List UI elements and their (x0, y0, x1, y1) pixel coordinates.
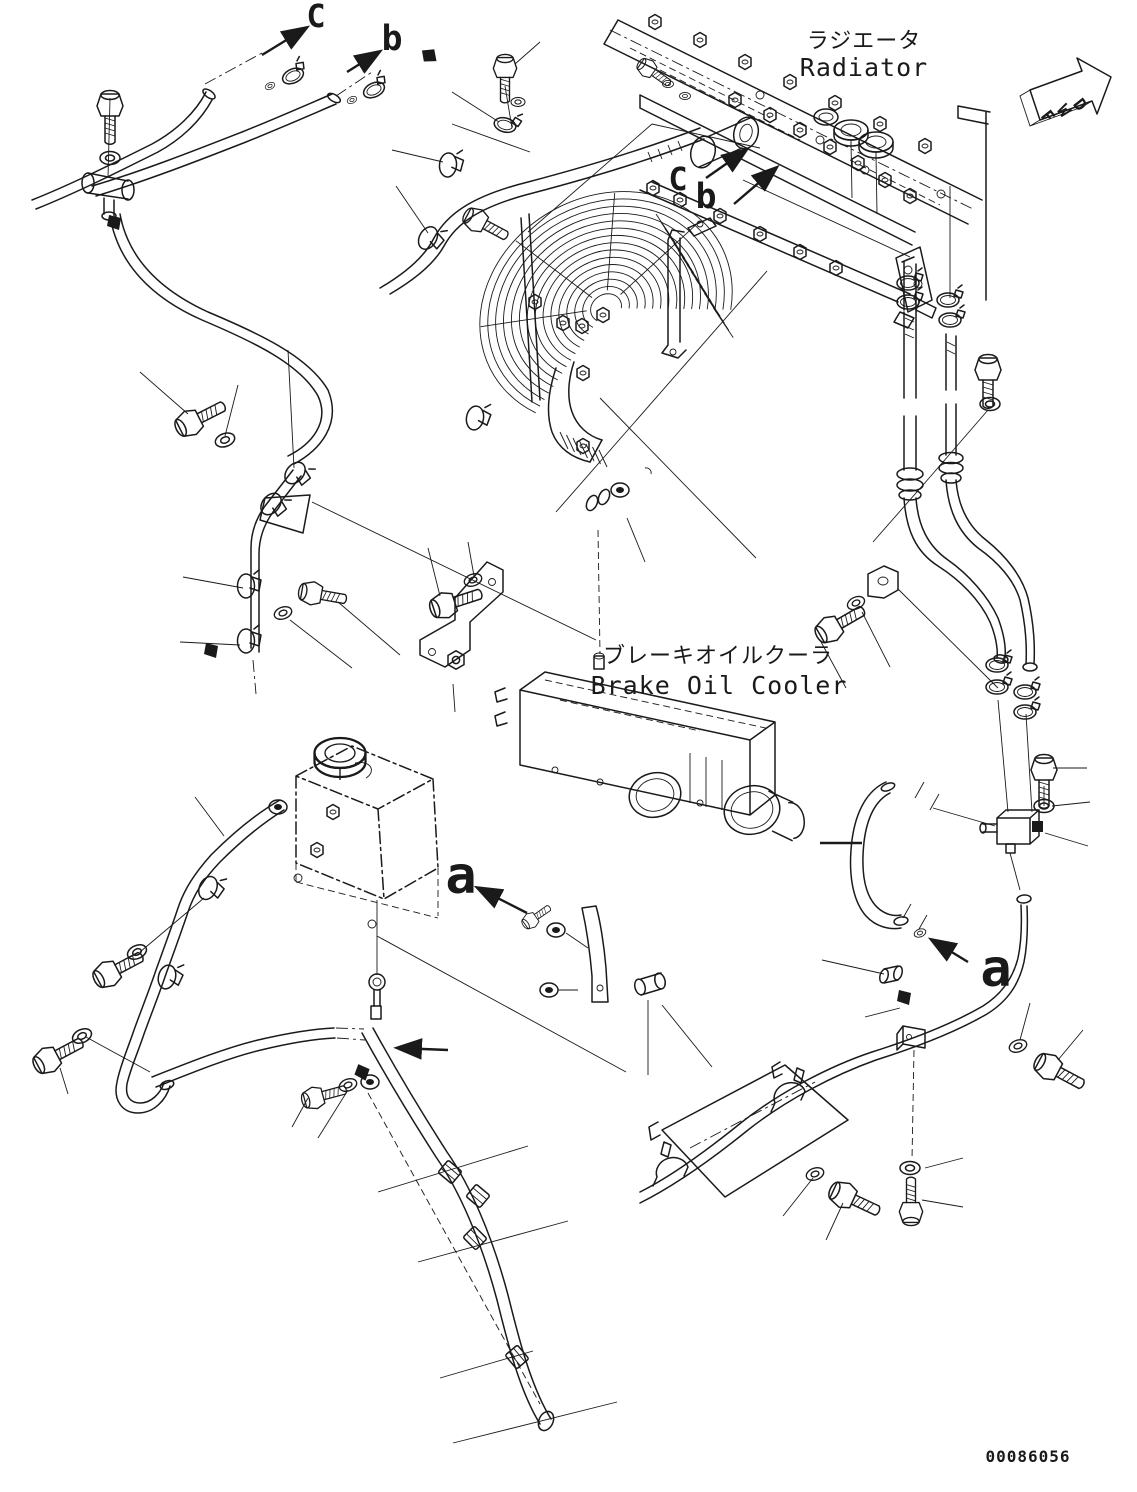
pipe-clamp-icon (437, 147, 466, 180)
brake-oil-cooler-label: ブレーキオイルクーラ Brake Oil Cooler (591, 644, 848, 700)
small-bolt-icon (728, 91, 742, 109)
top-left-hoses (31, 88, 342, 695)
radiator-down-pipes (896, 261, 1038, 813)
fan-shroud (479, 123, 761, 468)
clip-icon (107, 215, 121, 230)
radiator-inlet-hose (379, 127, 705, 295)
small-bolt-icon (823, 138, 837, 156)
fwd-text: FWD (1034, 93, 1097, 134)
washer-icon (803, 1164, 827, 1184)
small-bolt-icon (575, 317, 589, 335)
small-bolt-icon (851, 154, 865, 172)
hose-clamp-icon (1013, 696, 1041, 720)
radiator-assembly (603, 19, 991, 329)
small-bolt-icon (873, 115, 887, 133)
washer-icon (271, 603, 295, 623)
clamp-cluster (204, 494, 504, 670)
view-marker-a-right: a (980, 939, 1011, 999)
small-bolt-icon (648, 13, 662, 31)
small-bolt-icon (793, 121, 807, 139)
hose-clamp-icon (491, 106, 525, 137)
radiator-label-en: Radiator (800, 53, 928, 82)
view-marker-a-left: a (445, 846, 476, 906)
washer-icon (212, 429, 238, 451)
clip-icon (420, 46, 439, 66)
washer-icon (912, 926, 928, 940)
left-coolant-hose (115, 799, 366, 1114)
bolt-icon (1028, 1047, 1091, 1098)
fwd-direction-icon: FWD (1019, 57, 1112, 134)
lower-right-hose (639, 894, 1032, 1204)
hose-clamp-icon (356, 69, 392, 102)
clip-icon (353, 1063, 371, 1081)
bypass-valve (979, 786, 1045, 891)
cooler-label-jp: ブレーキオイルクーラ (603, 644, 833, 669)
washer-icon (1006, 1036, 1030, 1056)
hose-clamp-icon (275, 55, 311, 88)
small-bolt-icon (783, 73, 797, 91)
washer-icon (336, 1075, 360, 1095)
cooler-label-en: Brake Oil Cooler (591, 671, 848, 700)
small-bolt-icon (763, 106, 777, 124)
hose-clamp-icon (985, 671, 1013, 695)
view-marker-b-mid: b (695, 177, 716, 217)
pipe-clamp-icon (413, 219, 450, 257)
small-bolt-icon (596, 306, 610, 324)
pipe-clamp-icon (256, 485, 294, 524)
u-hose (849, 781, 940, 930)
leader-lines (59, 41, 1091, 1444)
hose-clamp-icon (938, 304, 966, 328)
washer-icon (679, 92, 691, 100)
small-bolt-icon (693, 31, 707, 49)
view-marker-b-top: b (381, 19, 402, 59)
pipe-clamp-icon (236, 624, 262, 654)
washer-icon (99, 150, 121, 166)
small-bolt-icon (738, 53, 752, 71)
washer-icon (345, 94, 359, 106)
hose-clamp-icon (1013, 676, 1041, 700)
hose-bundle (360, 1027, 555, 1432)
washer-icon (263, 80, 277, 92)
deflector-plate (648, 1061, 849, 1198)
small-bolt-icon (556, 314, 570, 332)
drawing-number: 00086056 (985, 1447, 1070, 1466)
sensor-assembly (518, 467, 667, 1003)
bolt-icon (298, 1078, 350, 1113)
view-marker-c-mid: C (668, 160, 687, 198)
small-bolt-icon (828, 94, 842, 112)
bolt-icon (87, 943, 150, 994)
washer-icon (899, 1160, 921, 1176)
small-bolt-icon (576, 364, 590, 382)
washer-icon (510, 96, 526, 108)
bolt-icon (898, 1176, 924, 1227)
bolt-icon (27, 1029, 90, 1080)
radiator-label-jp: ラジエータ (807, 29, 922, 54)
mount-hole (860, 165, 870, 175)
small-bolt-icon (829, 259, 843, 277)
radiator-label: ラジエータ Radiator (800, 29, 928, 82)
bolt-icon (824, 1176, 886, 1225)
pipe-clamp-icon (463, 400, 494, 434)
small-bolt-icon (918, 137, 932, 155)
brake-oil-cooler (494, 652, 806, 842)
mount-hole (755, 90, 765, 100)
washer-icon (69, 1025, 95, 1047)
mid-right-bracket (867, 565, 899, 599)
mount-hole (815, 135, 825, 145)
bolt-icon (492, 53, 518, 104)
fastener-layer (27, 13, 1091, 1227)
pipe-clamp-icon (236, 569, 262, 599)
bolt-icon (296, 578, 350, 612)
reservoir-tank (293, 736, 439, 1020)
view-marker-c-top: C (306, 0, 325, 35)
view-arrows (261, 25, 969, 1060)
pipe-clamp-icon (154, 958, 187, 994)
